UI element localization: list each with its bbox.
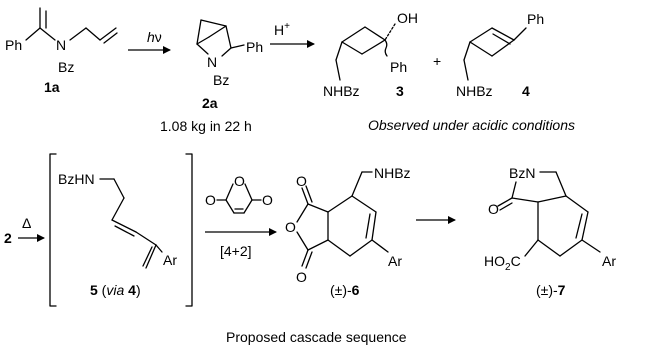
plus-sign: +	[433, 53, 441, 69]
atom-ph: Ph	[527, 11, 544, 27]
atom-ph: Ph	[5, 37, 22, 53]
arrow-cycloaddition: [4+2]	[205, 228, 277, 259]
compound-6: NHBz Ar O O O (±)-6	[285, 165, 411, 298]
compound-label-5: 5	[90, 282, 98, 298]
acidic-caption: Observed under acidic conditions	[368, 117, 575, 133]
reagent-heat: Δ	[22, 215, 31, 231]
atom-nhbz: NHBz	[374, 165, 411, 181]
atom-o: O	[205, 192, 216, 208]
arrow-photochem: hν	[128, 29, 171, 54]
svg-text:hν: hν	[147, 29, 162, 45]
atom-nhbz: NHBz	[456, 83, 493, 99]
compound-label-7: 7	[558, 282, 566, 298]
compound-7-rac: (±)-	[536, 282, 558, 298]
compound-5: BzHN Ar 5 (via 4)	[58, 171, 177, 298]
compound-5-open: (	[98, 282, 107, 298]
atom-nhbz: NHBz	[323, 83, 360, 99]
atom-o: O	[296, 269, 307, 285]
compound-label-4: 4	[522, 83, 530, 99]
maleic-anhydride: O O O	[205, 173, 273, 214]
atom-n: N	[56, 37, 66, 53]
svg-text:(±)-6: (±)-6	[330, 282, 360, 298]
atom-n: N	[207, 54, 217, 70]
compound-5-via: via	[106, 282, 124, 298]
svg-text:(±)-7: (±)-7	[536, 282, 566, 298]
compound-3: OH Ph NHBz 3	[323, 10, 418, 99]
atom-bzhn: BzHN	[58, 171, 95, 187]
atom-o: O	[488, 201, 499, 217]
reagent-h: H	[274, 22, 284, 38]
reagent-nu: ν	[155, 29, 162, 45]
atom-o: O	[262, 192, 273, 208]
svg-text:5 (via 4): 5 (via 4)	[90, 282, 141, 298]
compound-6-rac: (±)-	[330, 282, 352, 298]
compound-label-3: 3	[396, 83, 404, 99]
compound-5-close: )	[136, 282, 141, 298]
atom-oh: OH	[397, 10, 418, 26]
arrow-acid: H+	[270, 21, 315, 48]
compound-4: Ph NHBz 4	[456, 11, 544, 99]
compound-7: BzN O Ar HO2C (±)-7	[484, 165, 616, 298]
compound-1a: Ph N Bz 1a	[5, 7, 118, 95]
compound-label-6: 6	[352, 282, 360, 298]
svg-text:H+: H+	[274, 21, 290, 38]
compound-2a: N Bz Ph 2a 1.08 kg in 22 h	[160, 19, 263, 134]
compound-label-2: 2	[4, 230, 12, 246]
atom-bz: Bz	[213, 72, 229, 88]
compound-label-2a: 2a	[202, 95, 218, 111]
compound-5-ref: 4	[124, 282, 136, 298]
atom-ar: Ar	[163, 252, 177, 268]
reagent-cycloaddition: [4+2]	[220, 243, 252, 259]
reagent-h: h	[147, 29, 155, 45]
reagent-plus: +	[284, 21, 290, 32]
atom-bzn: BzN	[509, 165, 535, 181]
atom-ph: Ph	[246, 39, 263, 55]
atom-ph: Ph	[390, 59, 407, 75]
compound-label-1a: 1a	[44, 79, 60, 95]
atom-o: O	[285, 219, 296, 235]
atom-ar: Ar	[388, 253, 402, 269]
atom-ho2c: HO2C	[484, 253, 521, 273]
scale-caption: 1.08 kg in 22 h	[160, 118, 252, 134]
atom-ar: Ar	[602, 253, 616, 269]
atom-o: O	[296, 173, 307, 189]
cascade-caption: Proposed cascade sequence	[226, 329, 407, 345]
atom-bz: Bz	[58, 59, 74, 75]
arrow-heat: Δ	[18, 215, 45, 242]
atom-o: O	[234, 173, 245, 189]
